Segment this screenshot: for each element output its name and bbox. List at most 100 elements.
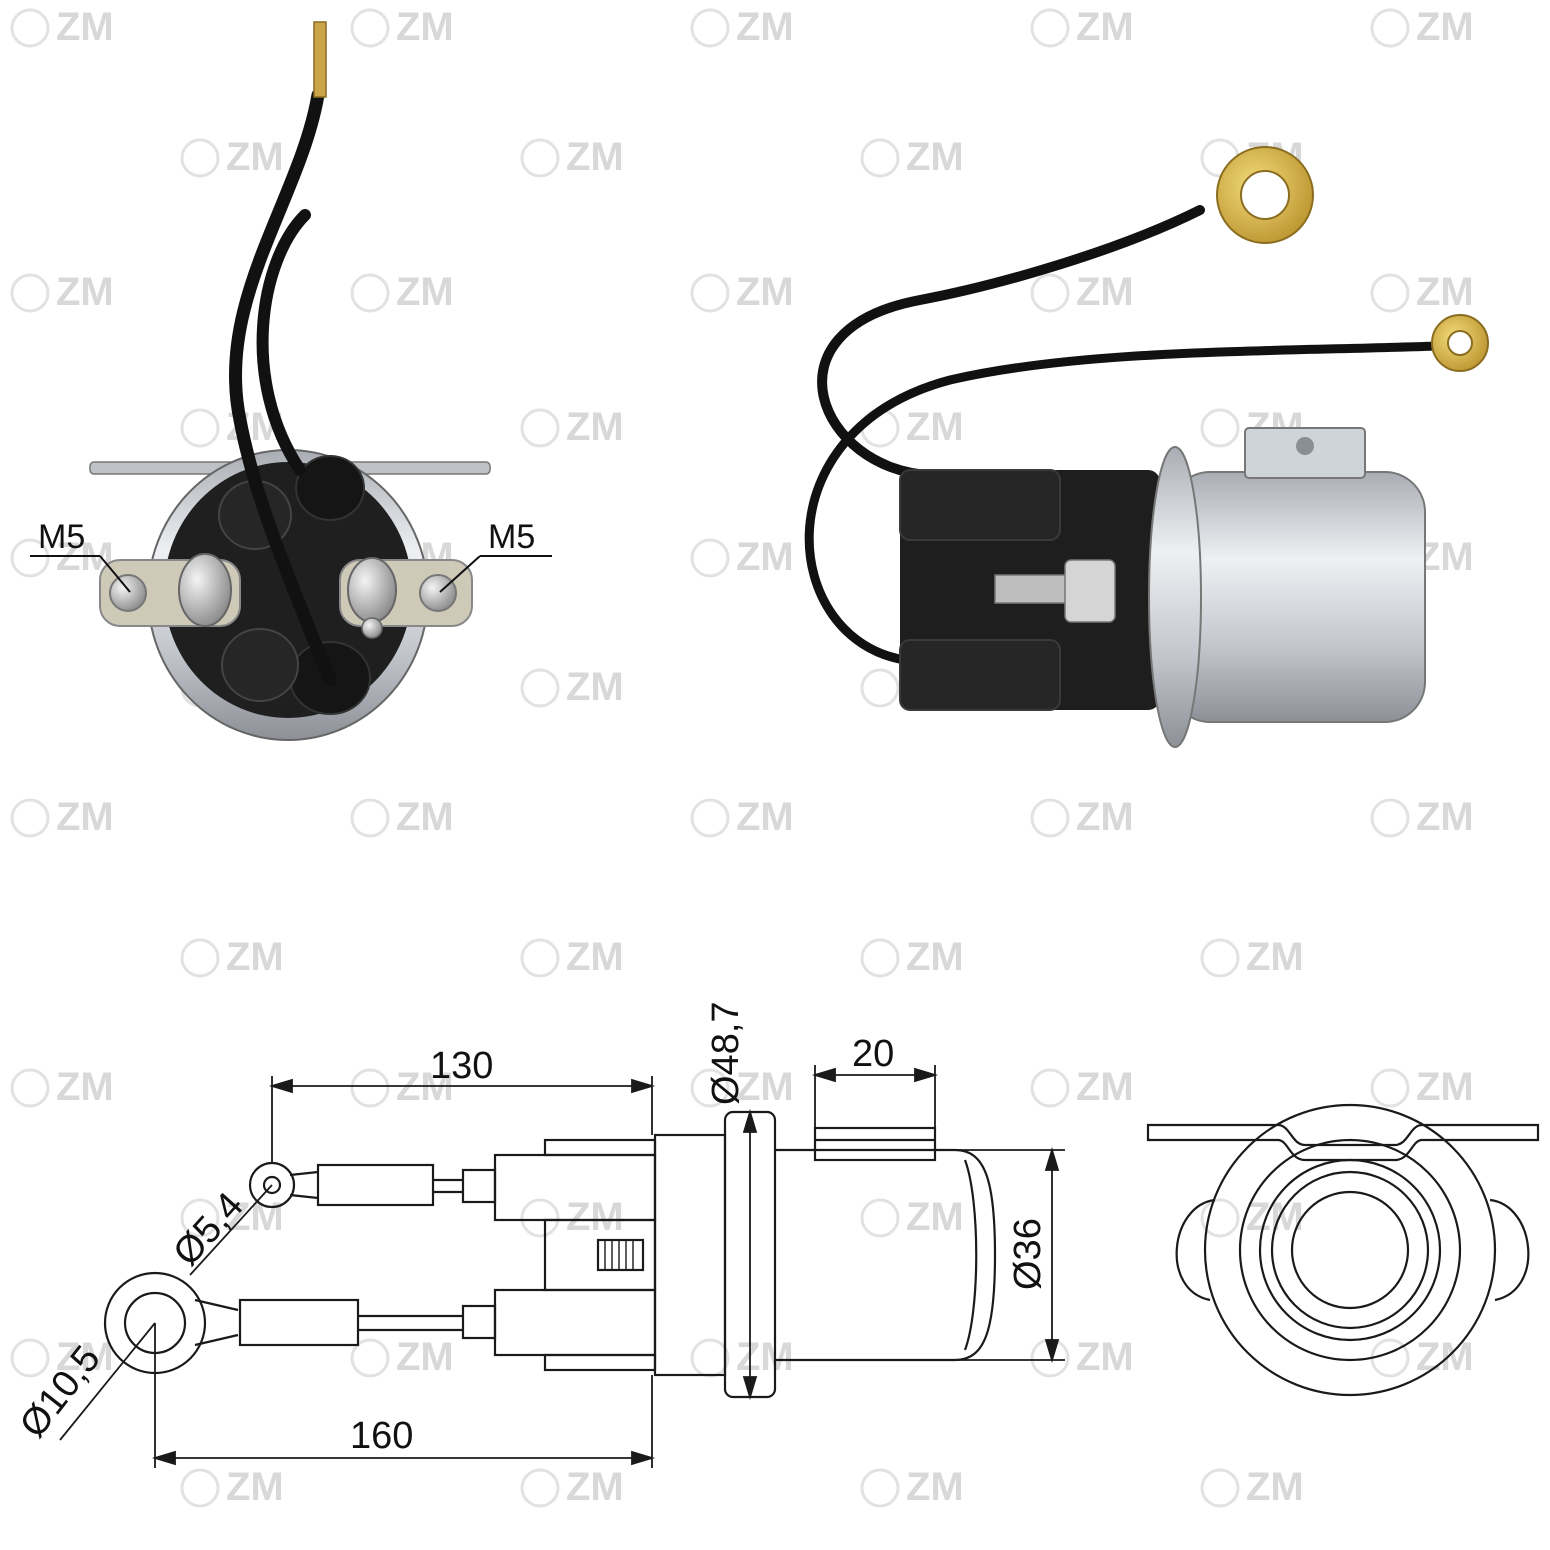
watermark-logo bbox=[690, 1068, 730, 1108]
watermark-logo bbox=[1370, 8, 1410, 48]
watermark-logo bbox=[180, 1198, 220, 1238]
watermark-text: ZM bbox=[1246, 1465, 1304, 1509]
cable-upper bbox=[817, 205, 1205, 480]
end-view-strap bbox=[1146, 1123, 1540, 1162]
drawing-ferrule-upper bbox=[461, 1168, 497, 1204]
watermark-logo bbox=[350, 8, 390, 48]
watermark-logo bbox=[350, 1338, 390, 1378]
dim-130-text: 130 bbox=[430, 1045, 493, 1087]
watermark-text: ZM bbox=[906, 1465, 964, 1509]
watermark-logo bbox=[1200, 938, 1240, 978]
drawing-stud bbox=[596, 1238, 645, 1272]
drawing-connector-bottom bbox=[543, 1353, 657, 1372]
watermark-logo bbox=[520, 1198, 560, 1238]
bracket-hole bbox=[1296, 437, 1314, 455]
watermark-logo bbox=[1030, 273, 1070, 313]
logo-boss-bottom bbox=[221, 628, 299, 702]
cable-front-1 bbox=[229, 88, 337, 687]
watermark-text: ZM bbox=[226, 935, 284, 979]
watermark-logo bbox=[1200, 408, 1240, 448]
watermark-text: ZM bbox=[226, 1195, 284, 1239]
watermark-logo bbox=[520, 668, 560, 708]
nut-left bbox=[178, 553, 232, 627]
cable-lower bbox=[804, 341, 1445, 665]
watermark-logo bbox=[1030, 798, 1070, 838]
watermark-logo bbox=[520, 1468, 560, 1508]
drawing-stud-thread bbox=[604, 1240, 634, 1270]
watermark-logo bbox=[1030, 1068, 1070, 1108]
drawing-can-end bbox=[963, 1159, 978, 1351]
watermark-logo bbox=[180, 138, 220, 178]
watermark-text: ZM bbox=[566, 135, 624, 179]
watermark-text: ZM bbox=[396, 1065, 454, 1109]
connector-upper bbox=[899, 469, 1061, 541]
drawing-bracket bbox=[813, 1126, 937, 1162]
watermark-logo bbox=[1370, 273, 1410, 313]
watermark-text: ZM bbox=[906, 935, 964, 979]
cable-front-2 bbox=[256, 209, 311, 476]
watermark-text: ZM bbox=[56, 1065, 114, 1109]
watermark-logo bbox=[10, 273, 50, 313]
watermark-text: ZM bbox=[1416, 1335, 1474, 1379]
end-view-ring-2 bbox=[1258, 1158, 1442, 1342]
dim-36-text: Ø36 bbox=[1007, 1218, 1049, 1290]
watermark-text: ZM bbox=[566, 665, 624, 709]
watermark-logo bbox=[180, 408, 220, 448]
watermark-logo bbox=[1200, 1468, 1240, 1508]
watermark-logo bbox=[10, 1068, 50, 1108]
drawing-ring-small-hole bbox=[262, 1175, 282, 1195]
watermark-text: ZM bbox=[736, 795, 794, 839]
watermark-logo bbox=[1370, 798, 1410, 838]
watermark-text: ZM bbox=[566, 1195, 624, 1239]
ring-lug-small-hole bbox=[1447, 330, 1473, 356]
watermark-text: ZM bbox=[566, 935, 624, 979]
leader-right-diag bbox=[439, 555, 481, 593]
ring-lug-large-hole bbox=[1240, 170, 1290, 220]
dimension-lines bbox=[59, 1065, 1065, 1468]
nut-right bbox=[347, 557, 397, 623]
watermark-text: ZM bbox=[1076, 1065, 1134, 1109]
leader-left-diag bbox=[99, 555, 131, 593]
drawing-ring-small-neck bbox=[289, 1170, 319, 1200]
drawing-connector-top bbox=[543, 1138, 657, 1157]
dim-36-arrows bbox=[1044, 1146, 1060, 1364]
watermark-text: ZM bbox=[396, 270, 454, 314]
watermark-text: ZM bbox=[1076, 5, 1134, 49]
watermark-text: ZM bbox=[906, 405, 964, 449]
lug-flat bbox=[313, 21, 327, 98]
dim-20-text: 20 bbox=[852, 1033, 894, 1075]
drawing-sleeve-upper bbox=[316, 1163, 435, 1207]
watermark-text: ZM bbox=[56, 270, 114, 314]
watermark-text: ZM bbox=[396, 1335, 454, 1379]
side-stud bbox=[994, 574, 1071, 604]
watermark-logo bbox=[520, 138, 560, 178]
watermark-logo bbox=[860, 938, 900, 978]
dim-160-text: 160 bbox=[350, 1415, 413, 1457]
watermark-logo bbox=[690, 798, 730, 838]
watermark-text: ZM bbox=[566, 405, 624, 449]
dim-36-line bbox=[955, 1149, 1065, 1361]
drawing-ferrule-lower bbox=[461, 1304, 497, 1340]
drawing-lead-upper bbox=[433, 1178, 463, 1194]
watermark-logo bbox=[1030, 8, 1070, 48]
watermark-text: ZM bbox=[1076, 270, 1134, 314]
end-view-lobe-right bbox=[1489, 1198, 1530, 1302]
dim-130-line bbox=[271, 1076, 653, 1162]
watermark-text: ZM bbox=[396, 795, 454, 839]
label-m5-right: M5 bbox=[488, 518, 535, 556]
drawing-hub bbox=[653, 1133, 727, 1377]
end-view-ring-3 bbox=[1270, 1170, 1430, 1330]
watermark-text: ZM bbox=[736, 535, 794, 579]
end-view-bore bbox=[1290, 1190, 1410, 1310]
watermark-text: ZM bbox=[1416, 795, 1474, 839]
watermark-logo bbox=[690, 8, 730, 48]
watermark-logo bbox=[860, 1198, 900, 1238]
drawing-ring-large-neck bbox=[194, 1298, 239, 1347]
watermark-logo bbox=[1370, 1068, 1410, 1108]
watermark-logo bbox=[690, 273, 730, 313]
watermark-text: ZM bbox=[1076, 1335, 1134, 1379]
watermark-logo bbox=[860, 668, 900, 708]
dim-10-5-leader bbox=[59, 1322, 156, 1441]
watermark-text: ZM bbox=[56, 1335, 114, 1379]
watermark-text: ZM bbox=[1416, 5, 1474, 49]
